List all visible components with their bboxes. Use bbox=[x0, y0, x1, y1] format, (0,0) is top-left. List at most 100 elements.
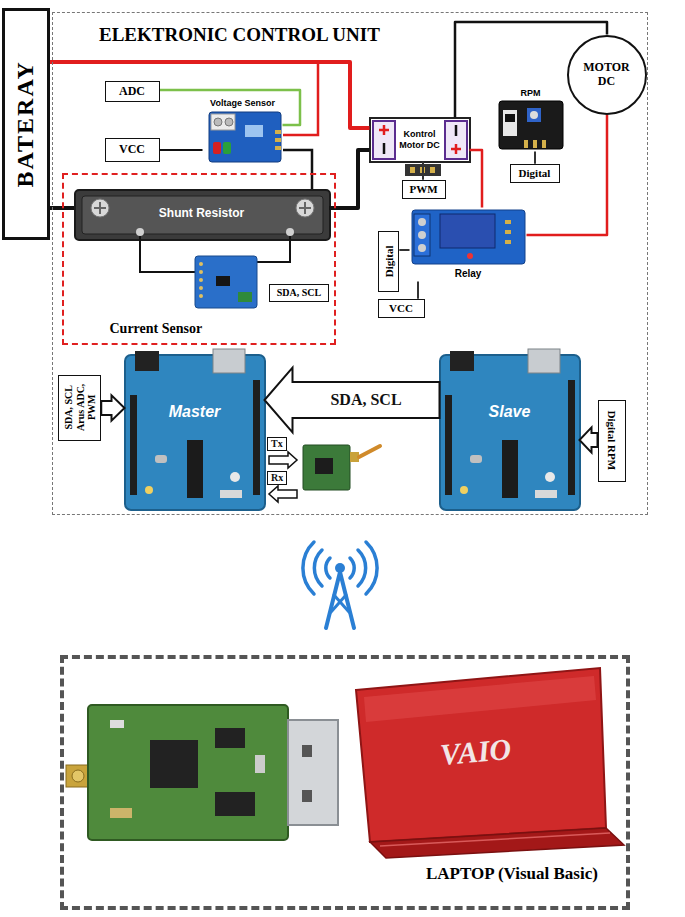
battery-label: BATERAY bbox=[12, 24, 40, 224]
radio-module bbox=[315, 458, 333, 474]
arduino-master: Master bbox=[125, 355, 265, 510]
voltage-sensor-board bbox=[211, 114, 235, 130]
motor-driver-board bbox=[370, 118, 470, 162]
current-sensor-board bbox=[140, 236, 195, 272]
rpm-sensor-board bbox=[527, 108, 541, 122]
motor-driver-board bbox=[455, 125, 458, 136]
rpm-sensor-board bbox=[542, 140, 546, 148]
shunt-resistor-body bbox=[286, 228, 294, 236]
bus-arrow bbox=[265, 368, 440, 433]
motor-driver-board bbox=[430, 167, 435, 173]
radio-module bbox=[303, 445, 350, 490]
motor-label: MOTOR DC bbox=[581, 61, 633, 89]
current-sensor-board bbox=[195, 256, 257, 308]
rpm-sensor-board bbox=[499, 101, 563, 149]
relay-board bbox=[505, 230, 511, 234]
wireless-tower bbox=[326, 558, 330, 578]
current-sensor-board bbox=[216, 276, 230, 286]
motor-driver-board bbox=[383, 143, 386, 154]
signal-name: Digital RPM bbox=[605, 405, 618, 475]
wireless-tower bbox=[303, 542, 377, 628]
signal-name: VCC bbox=[119, 143, 145, 157]
voltage-sensor-board bbox=[275, 130, 281, 134]
usb-radio-dongle bbox=[302, 745, 312, 757]
signal-wire bbox=[160, 90, 301, 125]
frame-title: ELEKTRONIC CONTROL UNIT bbox=[99, 24, 380, 46]
usb-radio-dongle bbox=[255, 755, 265, 773]
wireless-tower bbox=[314, 550, 322, 586]
voltage-sensor-board bbox=[213, 142, 221, 154]
relay-board bbox=[418, 244, 426, 252]
relay-board bbox=[505, 220, 511, 224]
wireless-tower bbox=[350, 558, 354, 578]
signal-wire bbox=[417, 282, 419, 299]
laptop-computer bbox=[364, 676, 596, 722]
voltage-sensor-board bbox=[275, 138, 281, 142]
usb-radio-dongle bbox=[302, 790, 312, 802]
motor-driver-board bbox=[455, 144, 458, 154]
signal-name: SDA, SCL Arus ADC, PWM bbox=[62, 380, 97, 436]
motor-circle: MOTOR DC bbox=[567, 35, 647, 115]
motor-driver-board bbox=[445, 121, 467, 159]
signal-wire bbox=[422, 162, 424, 180]
signal-box: SDA, SCL bbox=[269, 284, 329, 303]
shunt-resistor: Shunt Resistor bbox=[74, 189, 329, 239]
voltage-sensor-wires bbox=[283, 150, 312, 190]
rpm-sensor-board bbox=[503, 110, 517, 136]
current-sensor-board bbox=[199, 262, 203, 266]
voltage-sensor-module: Voltage Sensor bbox=[203, 98, 283, 166]
signal-box: ADC bbox=[105, 81, 160, 102]
tx-rx-arrows bbox=[269, 486, 297, 502]
laptop-computer bbox=[380, 833, 610, 846]
voltage-sensor-board bbox=[225, 118, 233, 126]
module-label: RPM bbox=[521, 88, 541, 98]
module-label: Kontrol Motor DC bbox=[397, 129, 443, 150]
shunt-resistor-body bbox=[136, 228, 144, 236]
signal-name: PWM bbox=[409, 183, 437, 196]
signal-wire bbox=[534, 152, 536, 164]
battery-box: BATERAY bbox=[2, 8, 50, 240]
current-sensor-board bbox=[140, 236, 290, 308]
voltage-sensor-board bbox=[223, 142, 231, 154]
power-wire bbox=[50, 62, 370, 128]
group-label: Current Sensor bbox=[110, 321, 203, 337]
signal-name: Digital bbox=[519, 167, 551, 180]
signal-name: SDA, SCL bbox=[277, 287, 321, 299]
relay-module: Relay bbox=[410, 208, 527, 282]
usb-radio-dongle bbox=[150, 740, 198, 788]
tx-rx-arrows bbox=[269, 452, 297, 468]
laptop-computer bbox=[356, 668, 606, 842]
signal-box: Digital bbox=[510, 164, 560, 184]
motor-wire bbox=[470, 150, 483, 208]
usb-radio-dongle bbox=[110, 720, 124, 728]
data-arrow bbox=[101, 395, 124, 420]
current-sensor-group: Current Sensor Shunt ResistorSDA, SCL bbox=[62, 173, 336, 345]
current-sensor-board bbox=[238, 292, 252, 302]
rpm-sensor-board bbox=[524, 140, 528, 148]
receiver-station: LAPTOP (Visual Basic) bbox=[60, 655, 630, 910]
usb-radio-dongle bbox=[288, 720, 338, 825]
shunt-resistor-body bbox=[75, 190, 330, 240]
laptop-computer bbox=[356, 668, 624, 858]
relay-board bbox=[505, 240, 511, 244]
signal-name: Tx bbox=[267, 437, 287, 451]
shunt-resistor-body bbox=[91, 199, 109, 217]
logo-text: VAIO bbox=[439, 732, 513, 773]
usb-radio-dongle bbox=[66, 765, 90, 787]
current-sensor-board bbox=[199, 286, 203, 290]
rpm-sensor-board bbox=[499, 101, 563, 149]
connector-label: SDA, SCL bbox=[327, 391, 404, 409]
signal-list-box: SDA, SCL Arus ADC, PWM bbox=[58, 375, 102, 441]
signal-name: Rx bbox=[267, 471, 287, 485]
power-box: VCC bbox=[378, 299, 425, 319]
signal-box: PWM bbox=[402, 180, 446, 200]
power-box: VCC bbox=[105, 138, 160, 162]
motor-driver-board bbox=[370, 118, 470, 176]
board-label: Master bbox=[169, 403, 221, 421]
control-unit-frame: ELEKTRONIC CONTROL UNIT ADC Voltage Sensor… bbox=[52, 12, 648, 515]
wireless-tower bbox=[334, 595, 349, 612]
voltage-sensor-board bbox=[245, 125, 263, 137]
wireless-tower bbox=[358, 550, 366, 586]
